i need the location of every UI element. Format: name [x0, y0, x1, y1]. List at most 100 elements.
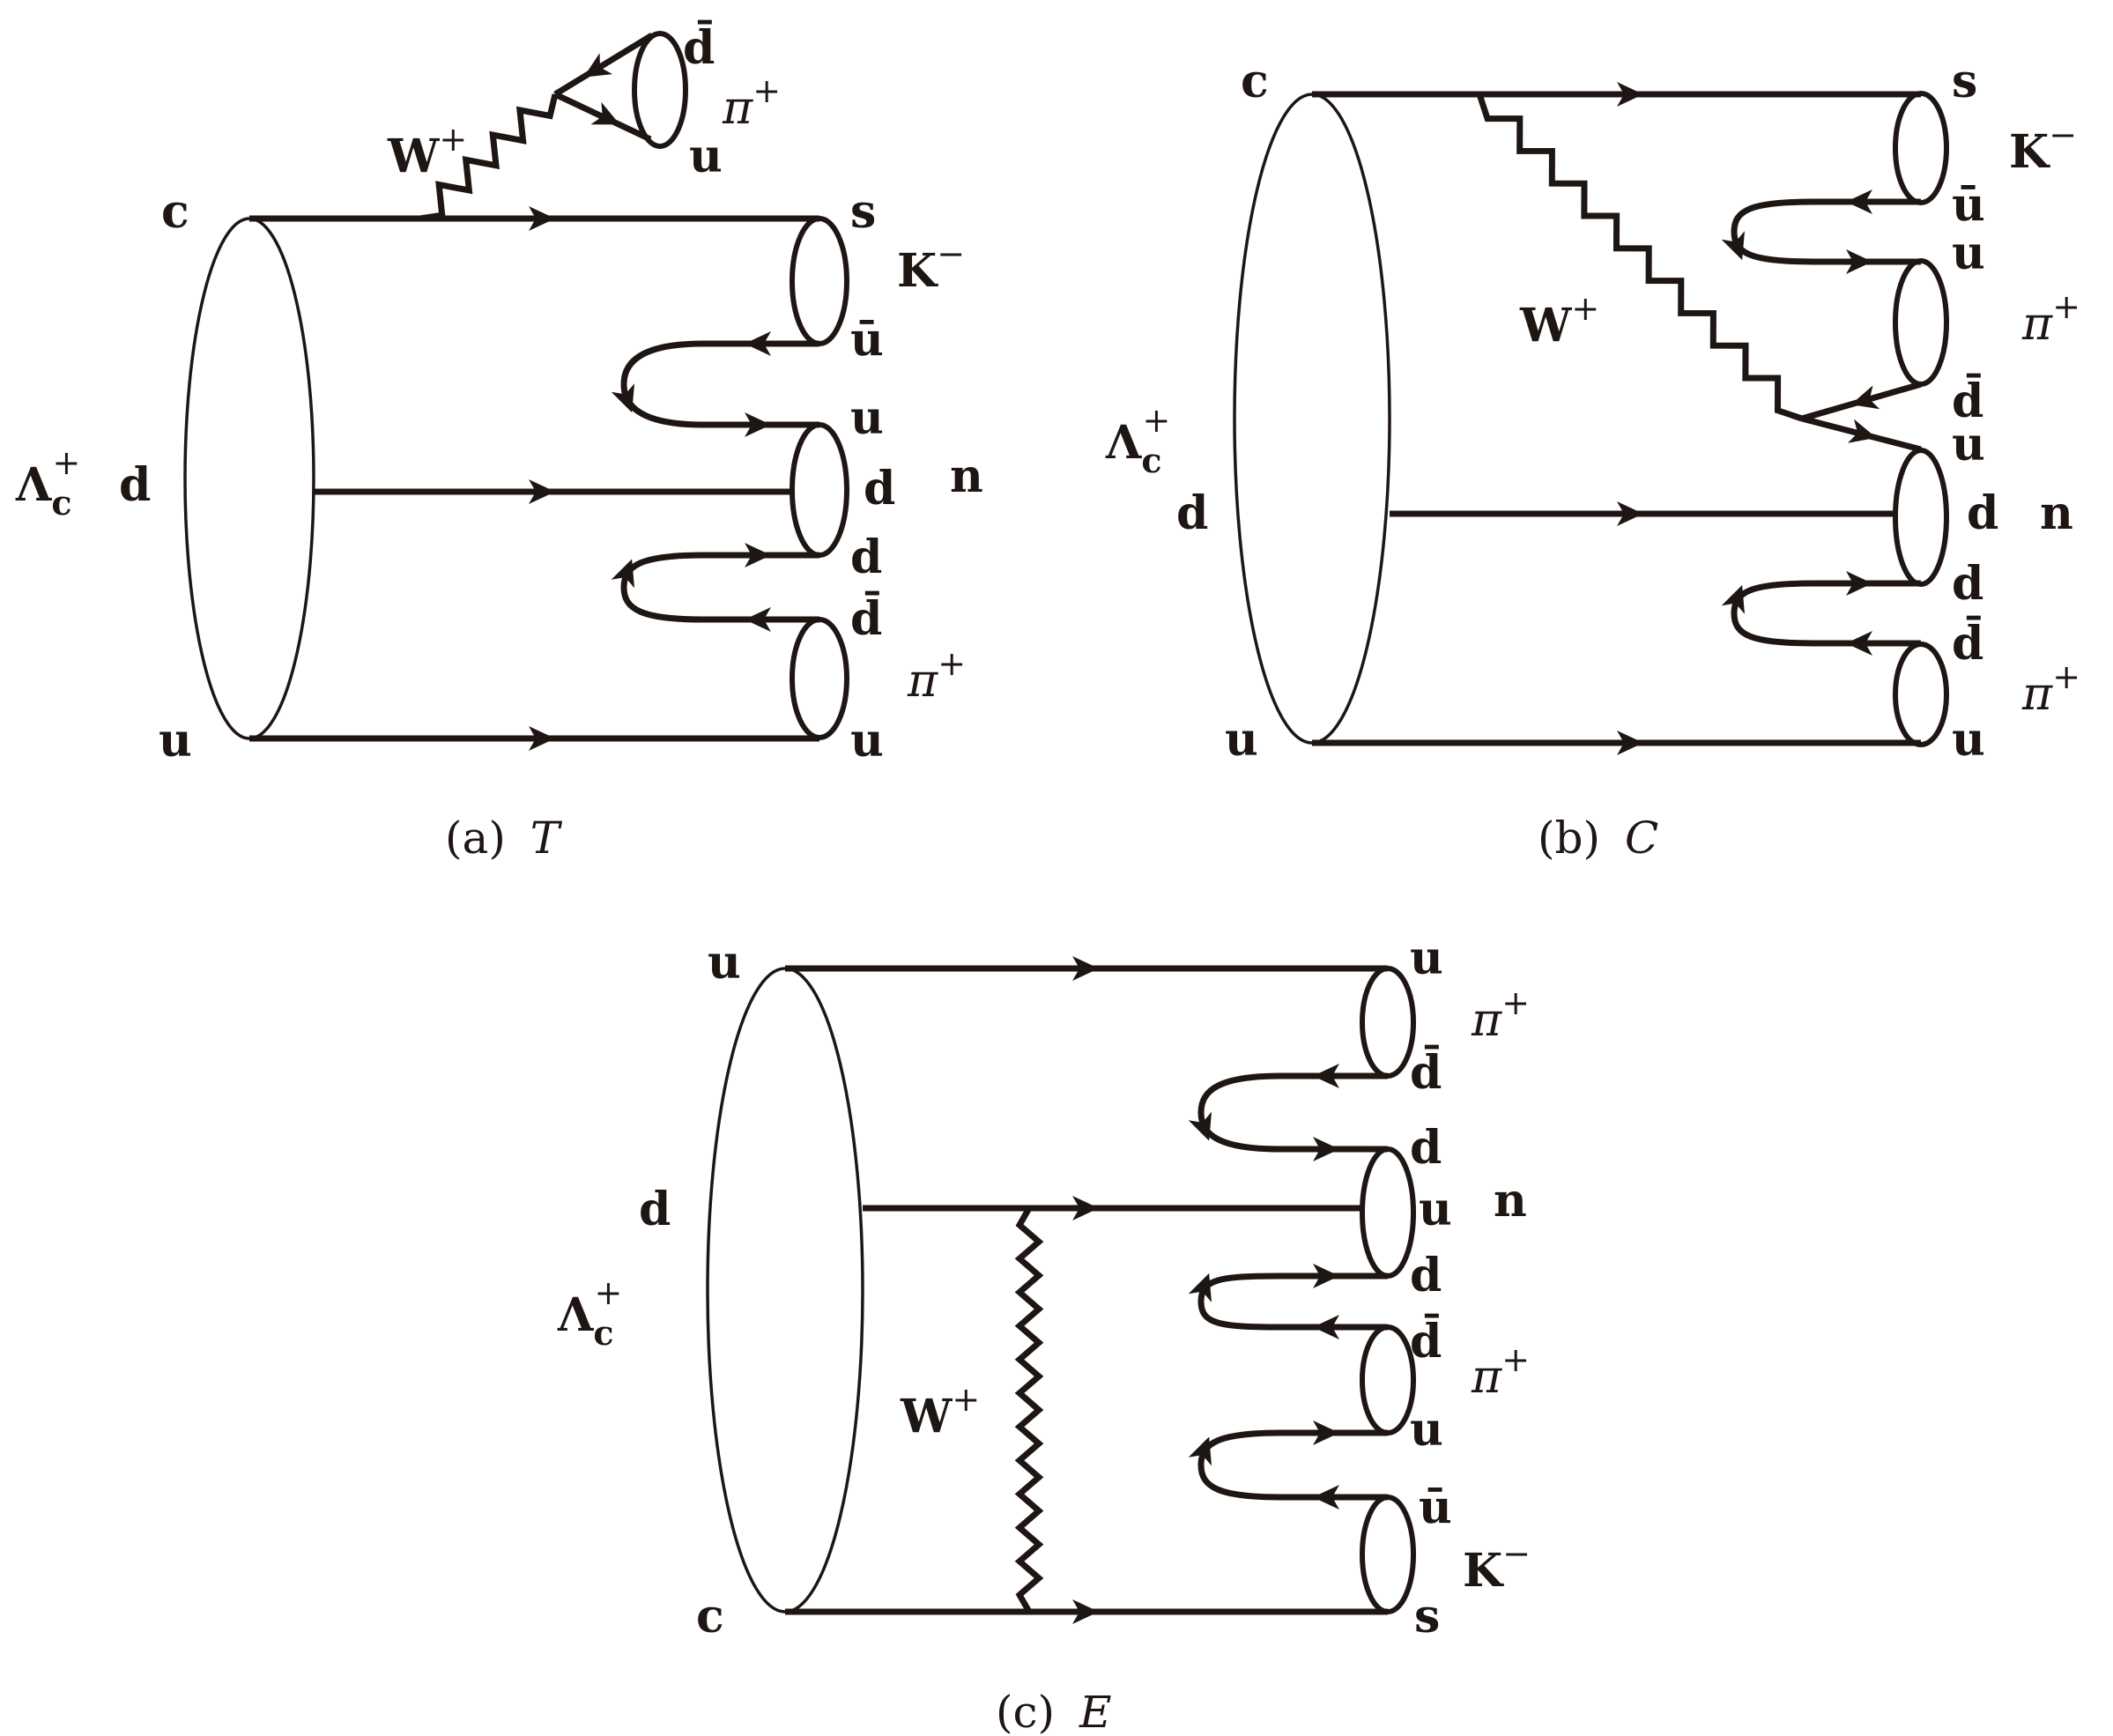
pair-line [1197, 1272, 1388, 1331]
label-d-lower: d [1410, 1249, 1442, 1302]
label-emitted-pion: π+ [722, 71, 781, 135]
arrow-head-icon [529, 726, 555, 751]
label-dbar-emitted: d̄ [683, 20, 715, 75]
label-u-bottom: u [1952, 713, 1985, 767]
arrow-head-icon [1617, 82, 1643, 107]
caption-b-prefix: (b) [1538, 812, 1600, 864]
caption-c: (c) E [996, 1687, 1111, 1736]
label-d: d [639, 1183, 671, 1236]
arrow-head-icon [1846, 249, 1872, 274]
w-boson-line [419, 93, 559, 222]
label-u: u [159, 714, 192, 768]
emitted-pion-ellipse [632, 31, 688, 149]
pair-line [620, 552, 819, 623]
neutron-ellipse [790, 422, 849, 558]
w-boson-line [1014, 1206, 1044, 1614]
w-boson-label: W+ [1519, 289, 1599, 352]
label-pion-lower: π+ [2021, 657, 2080, 721]
pion-ellipse-lower [1893, 642, 1949, 747]
w-boson-label: W+ [387, 120, 467, 183]
label-d-lower: d [1952, 557, 1983, 611]
label-pion: π+ [907, 644, 966, 708]
label-d-lower: d [850, 530, 882, 584]
arrow-head-icon [1846, 631, 1872, 656]
label-neutron: n [1494, 1174, 1527, 1228]
arrow-head-icon [1313, 1264, 1339, 1288]
label-d-right: d [864, 462, 895, 516]
label-u-mid: u [1419, 1183, 1452, 1236]
d-dbar-pair [1721, 571, 1921, 656]
d-dbar-pair-lower [1188, 1264, 1388, 1339]
label-d: d [1176, 486, 1208, 540]
label-ubar: ū [1952, 178, 1985, 232]
caption-a: (a) T [445, 812, 563, 864]
caption-a-label: T [530, 812, 563, 864]
pair-line [1197, 1429, 1388, 1501]
caption-a-prefix: (a) [445, 812, 506, 864]
label-kaon: K− [897, 234, 965, 298]
caption-c-prefix: (c) [996, 1687, 1055, 1736]
arrow-head-icon [1846, 571, 1872, 596]
pair-line [1731, 580, 1921, 647]
pair-line [1731, 198, 1921, 265]
label-lambda-c: Λc+ [1105, 401, 1170, 480]
arrow-head-icon [1617, 731, 1643, 755]
arrow-head-icon [1313, 1064, 1339, 1088]
pion-ellipse [790, 617, 849, 740]
label-dbar-lower: d̄ [850, 591, 882, 646]
kaon-ellipse [1893, 91, 1949, 205]
label-c: c [161, 185, 189, 239]
arrow-head-icon [745, 543, 771, 568]
label-u-emitted: u [689, 130, 723, 183]
label-s: s [1414, 1590, 1440, 1643]
arrow-head-icon [1313, 1137, 1339, 1161]
u-ubar-pair [1188, 1421, 1388, 1510]
caption-b: (b) C [1538, 812, 1658, 864]
label-dbar-upper: d̄ [1410, 1045, 1442, 1100]
label-kaon: K− [1463, 1534, 1531, 1598]
pion-ellipse-lower [1360, 1324, 1416, 1436]
label-dbar-lower: d̄ [1410, 1314, 1442, 1369]
antiquark-line-dbar [553, 33, 654, 97]
arrow-head-icon [1072, 956, 1099, 981]
label-ubar: ū [850, 313, 884, 367]
label-c: c [696, 1590, 724, 1643]
arrow-head-icon [1313, 1421, 1339, 1445]
label-d-upper: d [1410, 1121, 1442, 1175]
u-ubar-pair [611, 331, 819, 437]
label-u-bottom: u [850, 714, 884, 768]
arrow-head-icon [583, 53, 613, 78]
d-dbar-pair [611, 543, 819, 632]
u-ubar-pair [1721, 189, 1921, 274]
caption-c-label: E [1079, 1687, 1112, 1736]
label-u-lower: u [1410, 1403, 1443, 1457]
label-u-right: u [850, 391, 884, 445]
arrow-head-icon [1850, 385, 1880, 410]
arrow-head-icon [1617, 501, 1643, 526]
baryon-ellipse [1233, 93, 1391, 745]
label-u-top: u [1410, 931, 1443, 985]
label-s: s [1952, 55, 1977, 108]
label-neutron: n [950, 449, 983, 503]
arrow-head-icon [1072, 1196, 1099, 1220]
label-u-upper: u [1952, 226, 1985, 280]
kaon-ellipse [1360, 1495, 1416, 1614]
label-lambda-c: Λc+ [15, 443, 80, 523]
arrow-head-icon [745, 412, 771, 437]
label-neutron: n [2040, 486, 2073, 540]
w-boson-label: W+ [900, 1380, 980, 1443]
baryon-ellipse [706, 967, 864, 1614]
pair-line [620, 340, 819, 428]
label-ubar: ū [1419, 1480, 1452, 1534]
pion-ellipse-upper [1360, 966, 1416, 1079]
pion-ellipse-upper [1893, 258, 1949, 387]
w-boson-line [1476, 93, 1804, 422]
arrow-head-icon [1721, 584, 1746, 614]
arrow-head-icon [1072, 1599, 1099, 1624]
arrow-head-icon [1188, 1111, 1212, 1141]
label-kaon: K− [2009, 115, 2077, 179]
neutron-ellipse [1893, 448, 1949, 587]
arrow-head-icon [745, 331, 771, 356]
arrow-head-icon [611, 559, 635, 589]
